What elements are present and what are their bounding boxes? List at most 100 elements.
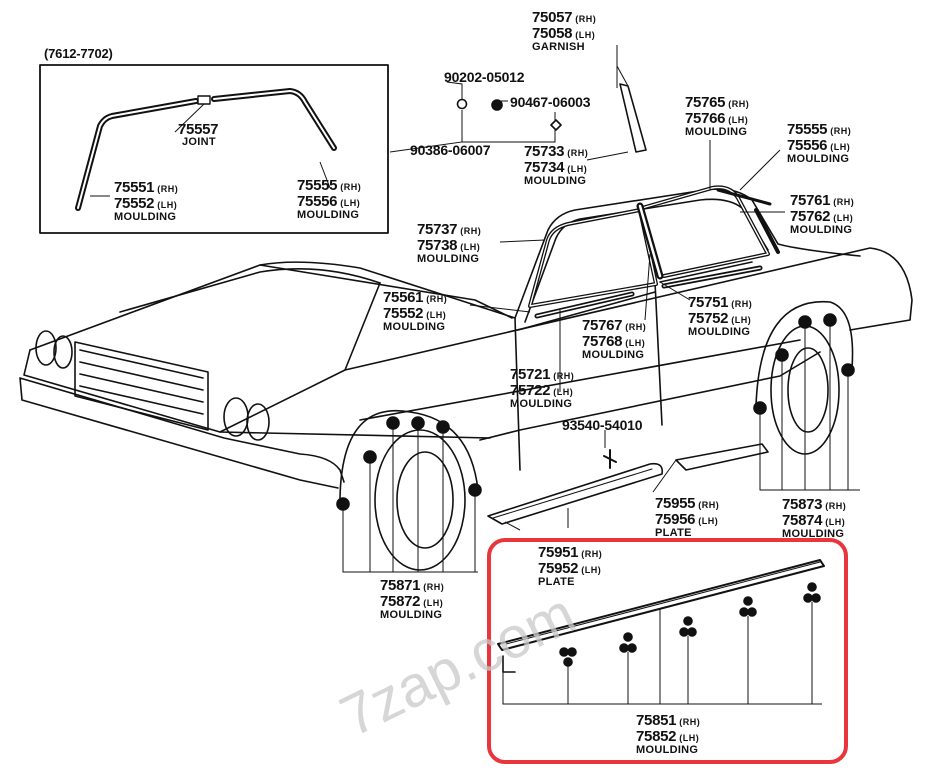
clip-3 [550,119,562,131]
door-belt-rh-number: 75767 [582,317,623,334]
inset-front-lh-number: 75552 [114,195,155,212]
pillar-rh-side: (RH) [567,148,589,158]
belt-front-lh-number: 75552 [383,305,424,322]
windshield-rh-number: 75737 [417,221,458,238]
belt-rear-name: MOULDING [688,326,751,338]
garnish-rh-side: (RH) [575,14,597,24]
inset-rear-lh-number: 75556 [297,193,338,210]
inset-rear-rh-number: 75555 [297,177,338,194]
inset-header: (7612-7702) [44,46,113,61]
label-plate-rear: 75955(RH) 75956(LH) PLATE [655,496,719,539]
belt-front-lh-side: (LH) [426,310,447,320]
front-wheel-moulding-clips [336,416,482,511]
inset-rear-lh-side: (LH) [340,198,361,208]
body-side [344,247,913,421]
quarter-lh-side: (LH) [833,213,854,223]
front-bumper [19,377,345,489]
wheel-rear-lh-number: 75874 [782,512,823,529]
quarter-lh-number: 75762 [790,208,831,225]
joint-number: 75557 [178,121,219,138]
rear-window-rh-side: (RH) [728,99,750,109]
label-door-belt-moulding: 75767(RH) 75768(LH) MOULDING [582,318,646,361]
label-rear-wheel-moulding: 75873(RH) 75874(LH) MOULDING [782,497,846,540]
roof-name: MOULDING [787,153,850,165]
plate-rear [675,443,769,471]
wheel-front-lh-side: (LH) [423,598,444,608]
inset-joint [197,95,211,105]
plate-front [487,462,664,525]
plate-rear-rh-number: 75955 [655,495,696,512]
body-side-rh-number: 75721 [510,366,551,383]
plate-rear-lh-number: 75956 [655,511,696,528]
rear-wheel-moulding-clips [753,313,855,415]
label-joint: 75557 JOINT [178,121,219,148]
door-belt-name: MOULDING [582,349,645,361]
label-rocker-moulding: 75851(RH) 75852(LH) MOULDING [636,713,700,756]
label-inset-moulding-front: 75551(RH) 75552(LH) MOULDING [114,180,178,223]
garnish-lh-side: (LH) [575,30,596,40]
inset-front-rh-number: 75551 [114,179,155,196]
plate-rear-lh-side: (LH) [698,516,719,526]
belt-front-rh-side: (RH) [426,294,448,304]
garnish-rh-number: 75057 [532,9,573,26]
headlight-right [223,397,249,437]
label-screw-93540: 93540-54010 [562,417,643,433]
rear-window-lh-side: (LH) [728,115,749,125]
inset-rear-rh-side: (RH) [340,182,362,192]
rocker-rh-side: (RH) [679,717,701,727]
pillar-lh-number: 75734 [524,159,565,176]
front-wheel [374,429,466,571]
inset-front-lh-side: (LH) [157,200,178,210]
windshield-lh-number: 75738 [417,237,458,254]
wheel-front-lh-number: 75872 [380,593,421,610]
label-inset-moulding-rear: 75555(RH) 75556(LH) MOULDING [297,178,361,221]
door-belt-lh-number: 75768 [582,333,623,350]
car-hood [29,261,516,351]
wheel-rear-lh-side: (LH) [825,517,846,527]
garnish-piece [619,83,647,153]
roof-rh-side: (RH) [830,126,852,136]
label-front-wheel-moulding: 75871(RH) 75872(LH) MOULDING [380,578,444,621]
windshield-rh-side: (RH) [460,226,482,236]
label-garnish: 75057(RH) 75058(LH) GARNISH [532,10,596,53]
rear-window-name: MOULDING [685,126,748,138]
wheel-front-name: MOULDING [380,609,443,621]
plate-front-lh-number: 75952 [538,560,579,577]
wheel-rear-rh-side: (RH) [825,501,847,511]
wheel-front-rh-number: 75871 [380,577,421,594]
door-belt-lh-side: (LH) [625,338,646,348]
inset-rear-name: MOULDING [297,209,360,221]
wheel-front-rh-side: (RH) [423,582,445,592]
plate-rear-name: PLATE [655,527,692,539]
rocker-moulding-clips [559,582,821,667]
label-roof-moulding: 75555(RH) 75556(LH) MOULDING [787,122,851,165]
label-body-side-moulding: 75721(RH) 75722(LH) MOULDING [510,367,574,410]
screw-part [603,449,617,469]
body-side-name: MOULDING [510,398,573,410]
rocker-lh-number: 75852 [636,728,677,745]
plate-front-rh-number: 75951 [538,544,579,561]
pillar-name: MOULDING [524,175,587,187]
body-side-rh-side: (RH) [553,371,575,381]
belt-front-rh-number: 75561 [383,289,424,306]
rocker-rh-number: 75851 [636,712,677,729]
quarter-rh-side: (RH) [833,197,855,207]
rocker-moulding [497,559,825,651]
front-wheel-arch [339,410,479,499]
car-grille [74,341,209,431]
label-bolt-90202: 90202-05012 [444,69,525,85]
belt-rear-rh-number: 75751 [688,294,729,311]
roof-lh-side: (LH) [830,142,851,152]
belt-rear-rh-side: (RH) [731,299,753,309]
clip-1 [456,98,468,110]
headlight-left [35,330,57,366]
inset-front-rh-side: (RH) [157,184,179,194]
label-rear-window-moulding: 75765(RH) 75766(LH) MOULDING [685,95,749,138]
garnish-lh-number: 75058 [532,25,573,42]
label-belt-rear-moulding: 75751(RH) 75752(LH) MOULDING [688,295,752,338]
wheel-rear-rh-number: 75873 [782,496,823,513]
rear-wheel-arch [755,300,854,407]
windshield-lh-side: (LH) [460,242,481,252]
